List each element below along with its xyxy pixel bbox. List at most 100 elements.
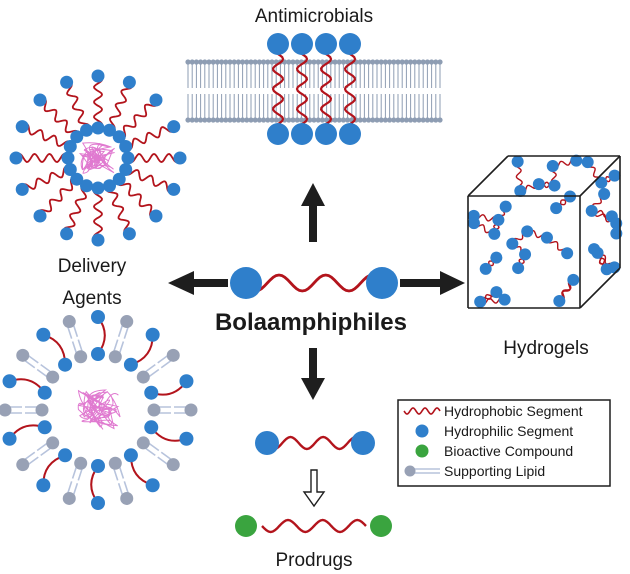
micelle-inner-head (80, 179, 94, 193)
liposome-bola-outer-head (2, 431, 17, 446)
hydrogel-head (588, 243, 601, 256)
micelle-inner-head (91, 181, 105, 195)
lipid-head (16, 458, 30, 472)
membrane-head (193, 59, 199, 65)
membrane-head (336, 59, 342, 65)
membrane-head (244, 59, 250, 65)
membrane-bola-head (315, 33, 337, 55)
micelle-chain (127, 153, 181, 163)
membrane-head (219, 59, 225, 65)
hydrogel-head (546, 159, 559, 172)
micelle-chain (124, 169, 175, 193)
micelle-chain (106, 185, 130, 235)
liposome-bola-outer-head (36, 327, 51, 342)
micelle-outer-head (60, 75, 74, 89)
lipid-icon (404, 465, 440, 477)
membrane-head (395, 59, 401, 65)
hydrogel-head (479, 262, 492, 275)
hydrogel-head (490, 286, 503, 299)
membrane-head (332, 59, 338, 65)
membrane-head (391, 59, 397, 65)
arrow-down-head (301, 378, 325, 400)
membrane-head (332, 117, 338, 123)
lipid-head (35, 403, 49, 417)
micelle-outer-head (15, 182, 29, 196)
membrane-bola-segment (319, 43, 333, 135)
membrane-head (290, 59, 296, 65)
micelle-outer-head (167, 182, 181, 196)
membrane-head (437, 117, 443, 123)
prodrug-head-right (351, 431, 375, 455)
hydrogel-head (492, 213, 505, 226)
membrane-head (286, 59, 292, 65)
membrane-head (399, 59, 405, 65)
liposome-bola-outer-head (179, 431, 194, 446)
membrane-bola-head (339, 33, 361, 55)
micelle-chain (39, 98, 79, 138)
prodrug-released-segment (261, 518, 367, 534)
hydrogel-head (506, 237, 519, 250)
micelle-inner-head (91, 121, 105, 135)
micelle-inner-head (112, 130, 126, 144)
membrane-head (265, 59, 271, 65)
membrane-head (198, 59, 204, 65)
membrane-head (345, 59, 351, 65)
membrane-head (206, 117, 212, 123)
membrane-bola-segment (271, 43, 285, 135)
membrane-head (387, 117, 393, 123)
micelle-chain (117, 178, 157, 218)
central-hydrophobic-segment (242, 273, 386, 293)
lipid-membrane (185, 59, 443, 123)
membrane-head (345, 117, 351, 123)
membrane-head (290, 117, 296, 123)
lipid-head (108, 350, 122, 364)
membrane-head (311, 117, 317, 123)
micelle-chain (118, 99, 158, 139)
membrane-head (286, 117, 292, 123)
bioactive-compound-right (370, 515, 392, 537)
hydrogel-head (498, 293, 511, 306)
micelle-outer-head (91, 69, 105, 83)
membrane-head (366, 117, 372, 123)
membrane-head (357, 59, 363, 65)
liposome (0, 310, 198, 510)
membrane-head (235, 59, 241, 65)
arrow-up-head (301, 183, 325, 206)
lipid-head (136, 370, 150, 384)
membrane-head (420, 59, 426, 65)
membrane-head (416, 117, 422, 123)
membrane-head (357, 117, 363, 123)
membrane-head (387, 59, 393, 65)
micelle-outer-head (149, 93, 163, 107)
liposome-bola-outer-head (2, 374, 17, 389)
antimicrobials-label: Antimicrobials (255, 6, 373, 27)
blue-circle-icon (415, 424, 429, 438)
membrane-head (319, 59, 325, 65)
liposome-bola-inner-head (91, 459, 105, 473)
lipid-head (184, 403, 198, 417)
legend: Hydrophobic Segment Hydrophilic Segment … (397, 399, 611, 487)
membrane-head (437, 59, 443, 65)
membrane-head (315, 117, 321, 123)
liposome-bola-outer-head (91, 496, 105, 510)
micelle-chain (93, 187, 103, 241)
membrane-spanning-bolaamphiphiles (267, 33, 361, 145)
membrane-head (185, 59, 191, 65)
hydrogel-head (608, 169, 621, 182)
micelle-outer-head (167, 120, 181, 134)
membrane-head (420, 117, 426, 123)
micelle-inner-head (70, 172, 84, 186)
hydrogel-head (595, 176, 608, 189)
membrane-head (429, 59, 435, 65)
hydrogel-head (474, 295, 487, 308)
membrane-head (235, 117, 241, 123)
membrane-head (269, 59, 275, 65)
lipid-head (404, 465, 416, 477)
membrane-head (370, 117, 376, 123)
membrane-head (252, 117, 258, 123)
membrane-head (219, 117, 225, 123)
micelle-chain (15, 153, 69, 163)
micelle-outer-head (122, 227, 136, 241)
micelle-outer-head (122, 75, 136, 89)
